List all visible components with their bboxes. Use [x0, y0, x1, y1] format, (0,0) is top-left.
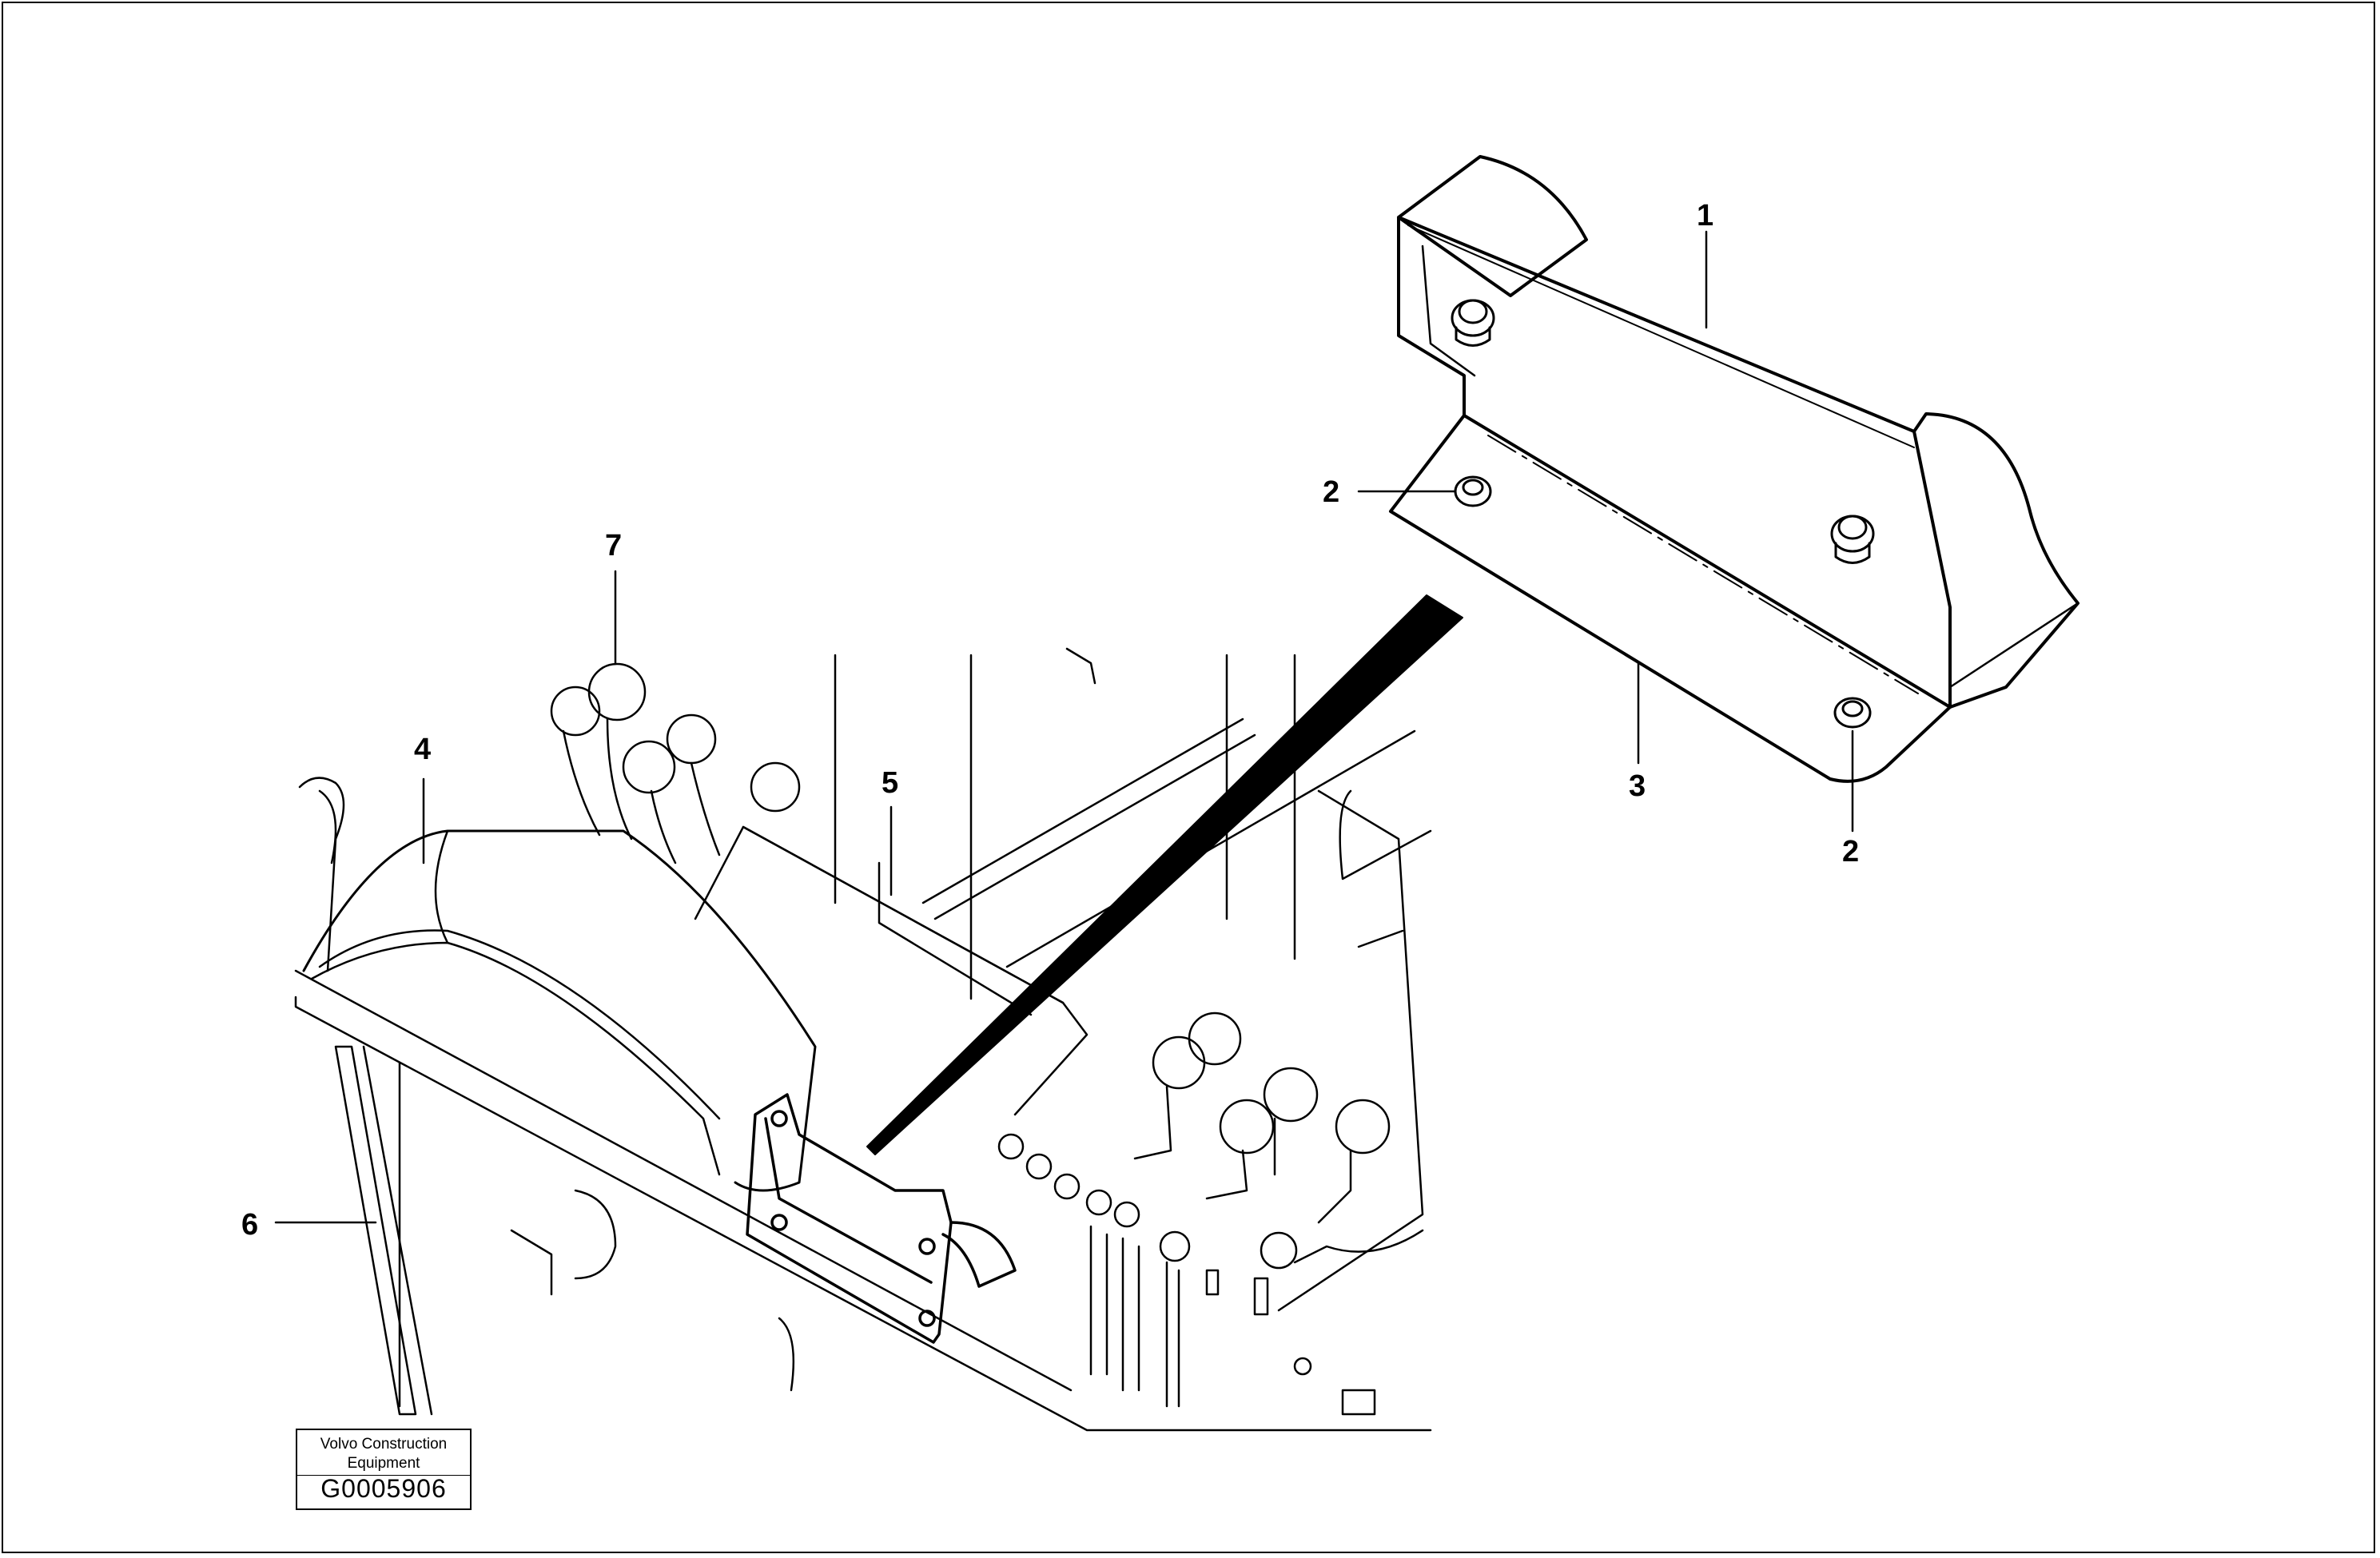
- bolt-head-left: [1454, 475, 1492, 507]
- installed-bracket: [746, 1093, 1017, 1344]
- bracket-detail: [1389, 155, 2080, 783]
- valve-fittings: [997, 1133, 1424, 1408]
- joystick-knobs-right: [1133, 1012, 1391, 1224]
- callout-4: 4: [414, 733, 431, 766]
- stamp-organization: Volvo Construction Equipment: [297, 1435, 470, 1473]
- stamp-org-line1: Volvo Construction: [320, 1436, 448, 1453]
- nut-upper-right: [1830, 515, 1875, 564]
- callout-2-bottom: 2: [1842, 835, 1859, 868]
- machine-assembly: [294, 647, 1432, 1432]
- joystick-knobs-left: [550, 662, 801, 864]
- bolt-head-right: [1833, 697, 1872, 729]
- callout-3: 3: [1629, 769, 1646, 803]
- callout-7: 7: [605, 529, 622, 562]
- callout-1: 1: [1697, 199, 1713, 233]
- detail-leader-lines: [1357, 230, 1854, 833]
- callout-6: 6: [241, 1208, 258, 1242]
- drawing-code: G0005906: [320, 1474, 447, 1503]
- reference-stamp: Volvo Construction Equipment G0005906: [296, 1429, 472, 1510]
- assembly-leader-lines: [274, 570, 893, 1224]
- callout-5: 5: [882, 766, 898, 800]
- callout-2-left: 2: [1323, 475, 1339, 509]
- nut-upper-left: [1451, 299, 1495, 347]
- stamp-org-line2: Equipment: [347, 1455, 420, 1472]
- stamp-divider: [297, 1475, 470, 1476]
- callout-labels: 1 2 2 3 4 5 6 7: [241, 199, 1859, 1242]
